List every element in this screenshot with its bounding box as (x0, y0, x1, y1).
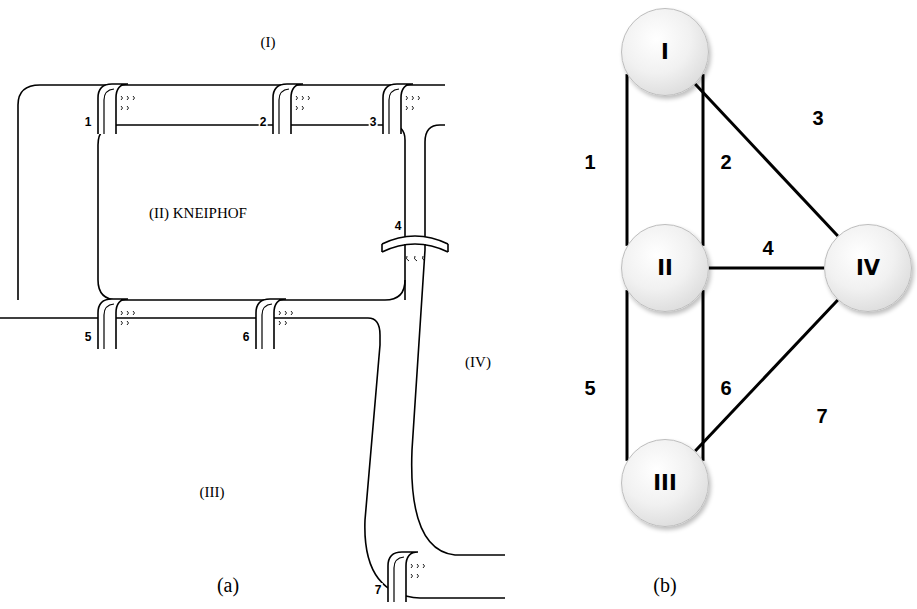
bridge-edge (695, 300, 838, 451)
bridge-number: 1 (84, 115, 93, 129)
bridge-edge (626, 290, 629, 461)
bridge-edge (702, 290, 705, 461)
bridge-number: 3 (369, 115, 378, 129)
bridge-edge (695, 84, 838, 236)
region-label: (III) (200, 484, 225, 501)
bridge-number: 7 (374, 583, 383, 597)
region-label: (I) (261, 34, 276, 51)
bridge-edge (626, 74, 629, 246)
land-circle: III (621, 439, 709, 527)
land-name: III (653, 471, 676, 495)
edge-label: 5 (584, 377, 595, 400)
bridge-number: 2 (259, 115, 268, 129)
land-circle: I (621, 8, 709, 96)
bridge-number: 5 (84, 330, 93, 344)
bridge-number: 6 (242, 330, 251, 344)
bridge-edge (702, 74, 705, 246)
bridge-edge (709, 267, 824, 270)
edge-label: 4 (762, 237, 773, 260)
region-label: (II) KNEIPHOF (149, 205, 247, 222)
edge-label: 7 (816, 405, 827, 428)
region-label: (IV) (465, 354, 491, 371)
land-name: IV (856, 256, 880, 280)
land-circle: II (621, 224, 709, 312)
land-name: I (661, 40, 669, 64)
edge-label: 2 (720, 151, 731, 174)
bridge-number: 4 (394, 219, 403, 233)
edge-label: 3 (812, 107, 823, 130)
land-circle: IV (824, 224, 912, 312)
panel-label: (b) (653, 574, 676, 597)
panel-label: (a) (217, 574, 239, 597)
edge-label: 6 (720, 377, 731, 400)
land-name: II (657, 256, 673, 280)
edge-label: 1 (584, 151, 595, 174)
